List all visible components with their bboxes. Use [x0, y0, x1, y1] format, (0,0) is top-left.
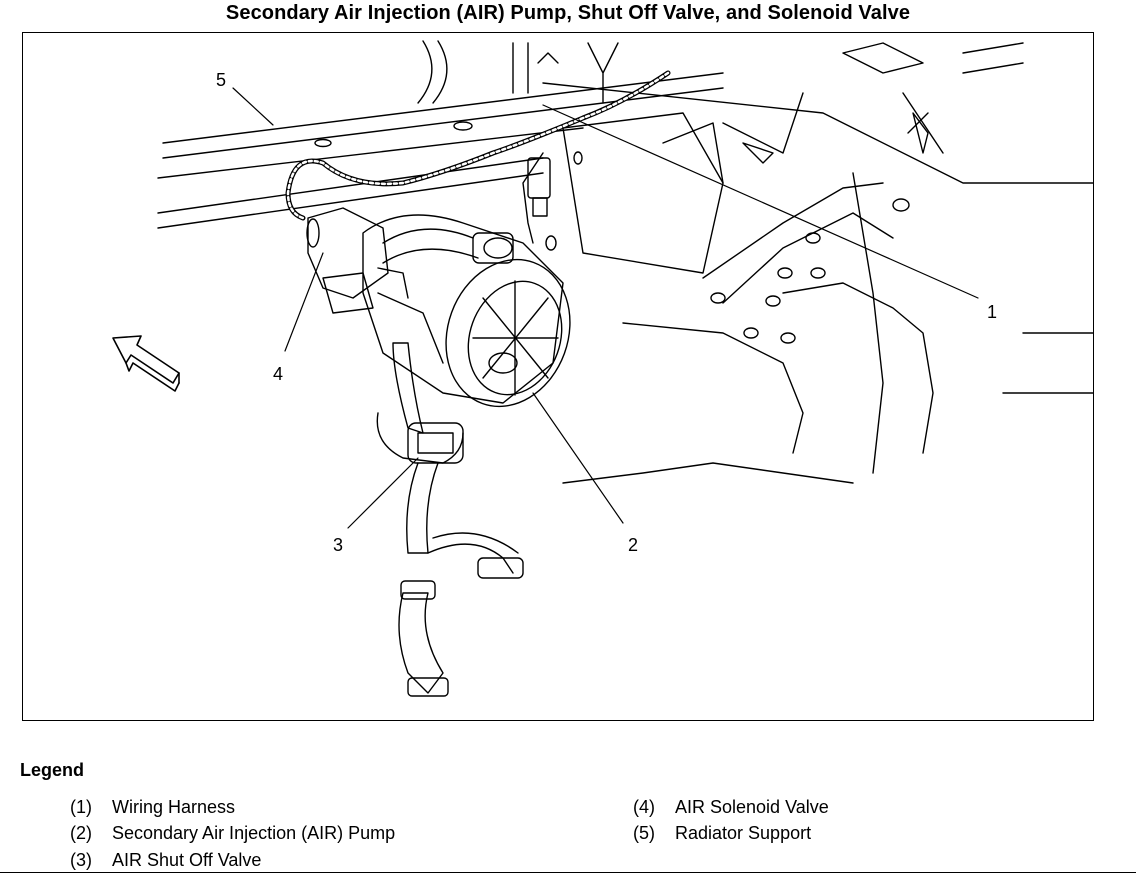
radiator-support-drawing [157, 40, 724, 229]
leader-line-4 [284, 252, 324, 352]
legend-item-number: (2) [70, 823, 92, 843]
leader-line-5 [232, 87, 274, 126]
air-solenoid-valve-drawing [306, 207, 409, 314]
leader-line-3 [347, 457, 419, 529]
diagram-frame: 1 2 3 4 5 [22, 32, 1094, 721]
legend-item-4: (4) AIR Solenoid Valve [633, 797, 829, 817]
legend-item-1: (1) Wiring Harness [70, 797, 235, 817]
callout-1: 1 [987, 302, 998, 322]
legend-item-label: Radiator Support [675, 823, 812, 843]
legend-item-label: AIR Solenoid Valve [675, 797, 829, 817]
legend-item-5: (5) Radiator Support [633, 823, 811, 843]
legend-item-number: (3) [70, 850, 92, 870]
air-pump-drawing [362, 214, 571, 408]
diagram-title: Secondary Air Injection (AIR) Pump, Shut… [225, 2, 911, 24]
legend-item-3: (3) AIR Shut Off Valve [70, 850, 261, 870]
front-direction-arrow [112, 335, 180, 392]
legend-item-label: Secondary Air Injection (AIR) Pump [112, 823, 396, 843]
legend-item-number: (1) [70, 797, 92, 817]
callout-5: 5 [216, 70, 227, 90]
bottom-rule [0, 872, 1136, 873]
callout-2: 2 [628, 535, 639, 555]
wiring-harness-drawing [285, 70, 671, 244]
leader-line-1 [542, 104, 979, 299]
callout-4: 4 [273, 364, 284, 384]
legend-item-number: (5) [633, 823, 655, 843]
callout-leaders [232, 87, 979, 529]
air-shut-off-valve-drawing [376, 342, 524, 697]
callout-3: 3 [333, 535, 344, 555]
legend-item-label: AIR Shut Off Valve [112, 850, 262, 870]
legend-item-number: (4) [633, 797, 655, 817]
legend-heading: Legend [20, 760, 85, 780]
legend-item-2: (2) Secondary Air Injection (AIR) Pump [70, 823, 395, 843]
legend-item-label: Wiring Harness [112, 797, 236, 817]
body-panel-drawing [542, 42, 1093, 484]
leader-line-2 [532, 392, 624, 524]
air-pump-illustration [112, 40, 1093, 697]
